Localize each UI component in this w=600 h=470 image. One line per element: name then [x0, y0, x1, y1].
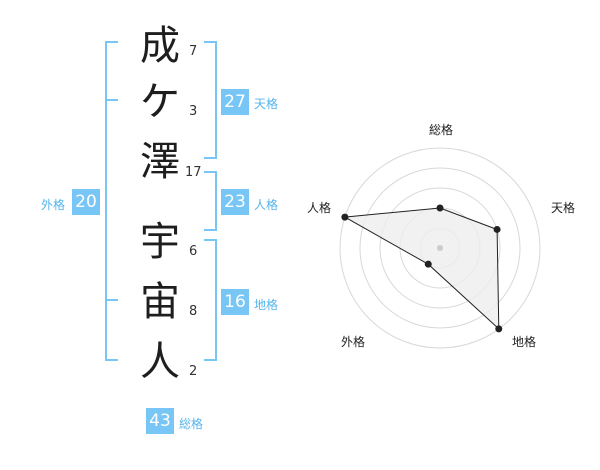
soukaku-value-badge: 43: [146, 408, 174, 434]
radar-axis-label-gaikaku: 外格: [341, 334, 365, 349]
tenkaku-label: 天格: [254, 97, 279, 111]
gaikaku-value-badge: 20: [72, 189, 100, 215]
radar-axis-label-tenkaku: 天格: [551, 200, 575, 215]
radar-axis-label-soukaku: 総格: [429, 122, 453, 137]
name-char-3: 澤: [140, 139, 180, 185]
radar-point-4: [341, 213, 349, 221]
radar-point-2: [495, 325, 503, 333]
radar-grid-ring: [339, 147, 541, 349]
radar-grid-ring: [359, 167, 521, 329]
radar-data-polygon: [343, 207, 500, 331]
radar-point-3: [424, 260, 432, 268]
soukaku-label: 総格: [179, 417, 204, 431]
chikaku-value-badge: 16: [221, 289, 249, 315]
tenkaku-value-badge: 27: [221, 89, 249, 115]
name-char-4: 宇: [140, 219, 180, 265]
name-char-2: ケ: [140, 79, 180, 125]
radar-center-dot: [437, 245, 443, 251]
jinkaku-value-badge: 23: [221, 189, 249, 215]
name-char-5: 宙: [140, 279, 180, 325]
radar-axis-label-chikaku: 地格: [512, 334, 536, 349]
radar-point-0: [436, 204, 444, 212]
stroke-count-2: 3: [189, 104, 198, 119]
chikaku-label: 地格: [254, 298, 279, 312]
name-char-6: 人: [140, 339, 180, 385]
name-char-1: 成: [140, 23, 180, 69]
radar-axis-label-jinkaku: 人格: [307, 200, 331, 215]
stroke-count-5: 8: [189, 304, 198, 319]
stroke-count-6: 2: [189, 364, 198, 379]
radar-data-points: [341, 204, 503, 333]
stroke-count-4: 6: [189, 244, 198, 259]
jinkaku-label: 人格: [254, 198, 279, 212]
radar-point-1: [493, 225, 501, 233]
gaikaku-label: 外格: [41, 198, 66, 212]
stroke-count-3: 17: [185, 165, 202, 180]
stroke-count-1: 7: [189, 44, 198, 59]
radar-grid-ring: [379, 187, 501, 309]
